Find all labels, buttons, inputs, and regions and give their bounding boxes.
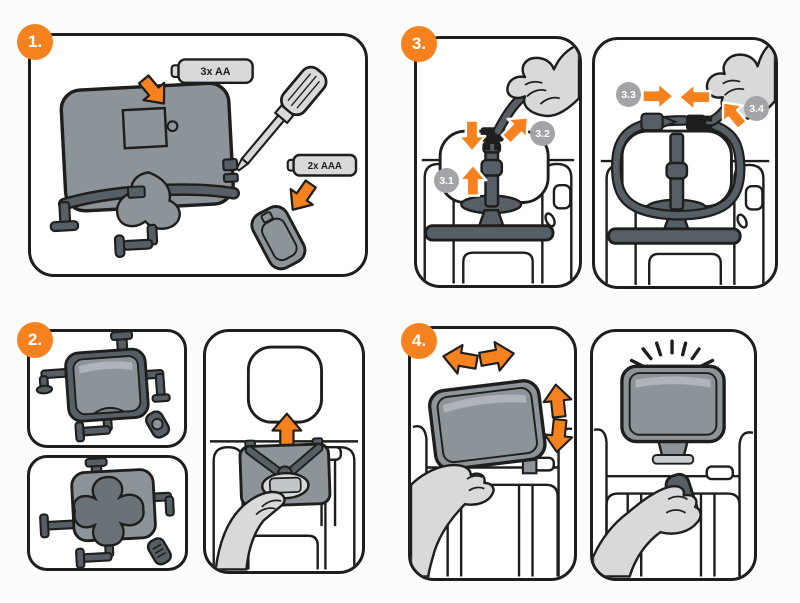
folded-mirror-illustration — [39, 458, 175, 568]
step-2b-illustration — [39, 458, 175, 568]
arrow-up-left-icon — [721, 101, 748, 131]
step-3-panel-b — [592, 37, 778, 289]
tilt-up-arrow-icon — [542, 383, 573, 419]
step-2-badge-label: 2. — [27, 330, 43, 349]
strap-buckle-icon — [640, 112, 713, 132]
hand-illustration — [214, 490, 286, 571]
aaa-battery-label: 2x AAA — [308, 161, 342, 172]
step-4b-illustration — [593, 339, 754, 578]
substep-3-4-badge: 3.4 — [744, 96, 769, 121]
mirror-back-illustration — [49, 81, 240, 258]
hand-illustration — [506, 43, 579, 118]
arrow-down-icon — [457, 119, 487, 153]
screwdriver-icon — [235, 65, 328, 172]
tilt-down-arrow-icon — [543, 418, 574, 453]
substep-3-3-label: 3.3 — [621, 88, 636, 101]
headrest-illustration — [246, 345, 323, 424]
mirror-illustration — [428, 379, 547, 475]
substep-3-2-badge: 3.2 — [530, 121, 555, 146]
step-1-badge: 1. — [17, 24, 53, 60]
step-2c-illustration — [209, 345, 359, 571]
arrow-up-right-icon — [500, 116, 530, 145]
remote-control-icon — [250, 205, 307, 271]
step-1-badge-label: 1. — [27, 32, 43, 51]
step-2-panel-c — [203, 329, 365, 574]
mirror-mount-base — [607, 132, 742, 245]
rotate-left-arrow-icon — [442, 343, 479, 375]
aa-battery-icon: 3x AA — [170, 58, 254, 85]
substep-3-2-label: 3.2 — [535, 127, 550, 140]
remote-arrow-icon — [289, 179, 317, 211]
rays-icon — [629, 339, 715, 368]
step-4-badge: 4. — [401, 323, 437, 359]
substep-3-1-badge: 3.1 — [434, 168, 459, 193]
arrow-up-icon — [458, 163, 488, 197]
step-4-panel-b — [590, 329, 757, 581]
substep-3-4-label: 3.4 — [749, 102, 764, 115]
remote-control-icon — [146, 537, 172, 566]
arrow-left-icon — [677, 82, 712, 112]
rotate-right-arrow-icon — [478, 341, 515, 372]
mirror-front-illustration — [35, 332, 171, 443]
step-1-illustration: 3x AA 2x AAA — [49, 58, 358, 271]
step-4-badge-label: 4. — [411, 331, 427, 350]
hand-illustration — [411, 463, 495, 578]
mirror-illustration — [620, 364, 726, 465]
step-2-badge: 2. — [17, 322, 53, 358]
step-4-panel-a — [408, 326, 577, 581]
hand-illustration — [593, 485, 702, 578]
aa-battery-label: 3x AA — [201, 66, 231, 78]
step-2-panel-a — [27, 329, 187, 448]
step-2a-illustration — [35, 332, 171, 443]
folded-mirror-illustration — [238, 437, 332, 508]
aaa-battery-icon: 2x AAA — [286, 153, 358, 177]
substep-3-1-label: 3.1 — [439, 174, 454, 187]
step-4a-illustration — [411, 341, 574, 578]
step-3-badge-label: 3. — [411, 34, 427, 53]
step-1-panel: 3x AA 2x AAA — [28, 33, 368, 277]
step-3b-illustration — [600, 40, 775, 285]
substep-3-3-badge: 3.3 — [616, 82, 641, 107]
remote-control-icon — [145, 410, 171, 439]
step-3a-illustration — [421, 43, 579, 284]
step-3-panel-a — [414, 36, 582, 288]
battery-door-arrow-icon — [137, 74, 166, 105]
battery-door-icon — [121, 106, 179, 150]
step-2-panel-b — [27, 455, 188, 571]
step-3-badge: 3. — [401, 26, 437, 62]
arrow-right-icon — [641, 81, 675, 111]
